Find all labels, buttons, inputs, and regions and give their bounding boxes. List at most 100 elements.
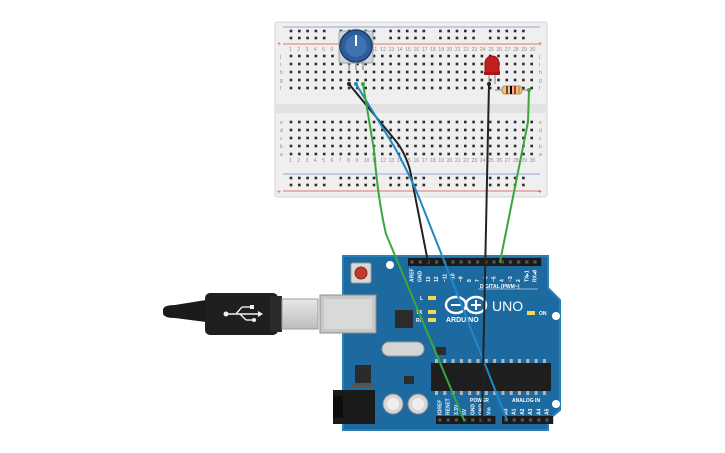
- terminal-hole[interactable]: [347, 120, 351, 124]
- rail-hole[interactable]: [447, 36, 450, 40]
- terminal-hole[interactable]: [497, 136, 500, 140]
- terminal-hole[interactable]: [314, 128, 318, 132]
- terminal-hole[interactable]: [347, 144, 351, 148]
- terminal-hole[interactable]: [480, 54, 484, 58]
- terminal-hole[interactable]: [447, 54, 450, 58]
- rail-hole[interactable]: [447, 183, 450, 187]
- reset-button[interactable]: [354, 266, 368, 280]
- terminal-hole[interactable]: [306, 136, 309, 140]
- terminal-hole[interactable]: [522, 152, 525, 156]
- rail-hole[interactable]: [298, 36, 301, 40]
- rail-hole[interactable]: [289, 176, 293, 180]
- rail-hole[interactable]: [497, 176, 500, 180]
- terminal-hole[interactable]: [522, 120, 525, 124]
- terminal-hole[interactable]: [298, 152, 301, 156]
- terminal-hole[interactable]: [322, 62, 326, 66]
- terminal-hole[interactable]: [522, 70, 525, 74]
- terminal-hole[interactable]: [530, 62, 533, 66]
- rail-hole[interactable]: [505, 29, 509, 33]
- terminal-hole[interactable]: [439, 136, 442, 140]
- terminal-hole[interactable]: [322, 144, 326, 148]
- header-pin[interactable]: [451, 260, 455, 264]
- rail-hole[interactable]: [439, 36, 442, 40]
- terminal-hole[interactable]: [298, 128, 301, 132]
- rail-hole[interactable]: [289, 183, 293, 187]
- terminal-hole[interactable]: [455, 62, 459, 66]
- header-pin[interactable]: [508, 260, 512, 264]
- terminal-hole[interactable]: [472, 144, 475, 148]
- rail-hole[interactable]: [389, 29, 392, 33]
- terminal-hole[interactable]: [430, 144, 434, 148]
- terminal-hole[interactable]: [480, 86, 484, 90]
- rail-hole[interactable]: [472, 183, 475, 187]
- terminal-hole[interactable]: [422, 86, 426, 90]
- terminal-hole[interactable]: [289, 136, 293, 140]
- terminal-hole[interactable]: [405, 54, 409, 58]
- terminal-hole[interactable]: [289, 78, 293, 82]
- terminal-hole[interactable]: [339, 128, 343, 132]
- terminal-hole[interactable]: [289, 70, 293, 74]
- terminal-hole[interactable]: [488, 120, 492, 124]
- terminal-hole[interactable]: [522, 86, 525, 90]
- terminal-hole[interactable]: [331, 86, 334, 90]
- rail-hole[interactable]: [472, 36, 475, 40]
- terminal-hole[interactable]: [289, 144, 293, 148]
- terminal-hole[interactable]: [422, 78, 426, 82]
- terminal-hole[interactable]: [339, 120, 343, 124]
- rail-hole[interactable]: [322, 176, 326, 180]
- terminal-hole[interactable]: [397, 120, 401, 124]
- terminal-hole[interactable]: [464, 152, 467, 156]
- terminal-hole[interactable]: [397, 128, 401, 132]
- terminal-hole[interactable]: [356, 136, 359, 140]
- header-pin[interactable]: [476, 260, 480, 264]
- terminal-hole[interactable]: [306, 78, 309, 82]
- terminal-hole[interactable]: [430, 136, 434, 140]
- header-pin[interactable]: [410, 260, 414, 264]
- rail-hole[interactable]: [372, 176, 376, 180]
- terminal-hole[interactable]: [439, 128, 442, 132]
- rail-hole[interactable]: [389, 36, 392, 40]
- rail-hole[interactable]: [405, 29, 409, 33]
- rail-hole[interactable]: [439, 183, 442, 187]
- terminal-hole[interactable]: [488, 86, 492, 90]
- terminal-hole[interactable]: [439, 152, 442, 156]
- terminal-hole[interactable]: [497, 78, 500, 82]
- terminal-hole[interactable]: [331, 136, 334, 140]
- rail-hole[interactable]: [472, 176, 475, 180]
- header-pin[interactable]: [435, 260, 439, 264]
- terminal-hole[interactable]: [405, 144, 409, 148]
- terminal-hole[interactable]: [480, 136, 484, 140]
- terminal-hole[interactable]: [414, 62, 417, 66]
- terminal-hole[interactable]: [480, 144, 484, 148]
- terminal-hole[interactable]: [306, 54, 309, 58]
- terminal-hole[interactable]: [464, 70, 467, 74]
- rail-hole[interactable]: [497, 36, 500, 40]
- rail-hole[interactable]: [314, 29, 318, 33]
- rail-hole[interactable]: [414, 29, 417, 33]
- rail-hole[interactable]: [488, 36, 492, 40]
- terminal-hole[interactable]: [430, 128, 434, 132]
- terminal-hole[interactable]: [505, 70, 509, 74]
- terminal-hole[interactable]: [480, 152, 484, 156]
- rail-hole[interactable]: [513, 36, 517, 40]
- rail-hole[interactable]: [397, 183, 401, 187]
- terminal-hole[interactable]: [314, 152, 318, 156]
- terminal-hole[interactable]: [314, 120, 318, 124]
- terminal-hole[interactable]: [322, 120, 326, 124]
- terminal-hole[interactable]: [414, 144, 417, 148]
- terminal-hole[interactable]: [372, 128, 376, 132]
- rail-hole[interactable]: [447, 176, 450, 180]
- terminal-hole[interactable]: [306, 70, 309, 74]
- terminal-hole[interactable]: [522, 136, 525, 140]
- terminal-hole[interactable]: [488, 136, 492, 140]
- header-pin[interactable]: [492, 260, 496, 264]
- terminal-hole[interactable]: [389, 62, 392, 66]
- rail-hole[interactable]: [397, 29, 401, 33]
- header-pin[interactable]: [500, 260, 504, 264]
- wire-black-pot-to-gnd[interactable]: [348, 83, 429, 263]
- terminal-hole[interactable]: [497, 54, 500, 58]
- terminal-hole[interactable]: [497, 86, 500, 90]
- rail-hole[interactable]: [306, 183, 309, 187]
- terminal-hole[interactable]: [331, 70, 334, 74]
- terminal-hole[interactable]: [472, 128, 475, 132]
